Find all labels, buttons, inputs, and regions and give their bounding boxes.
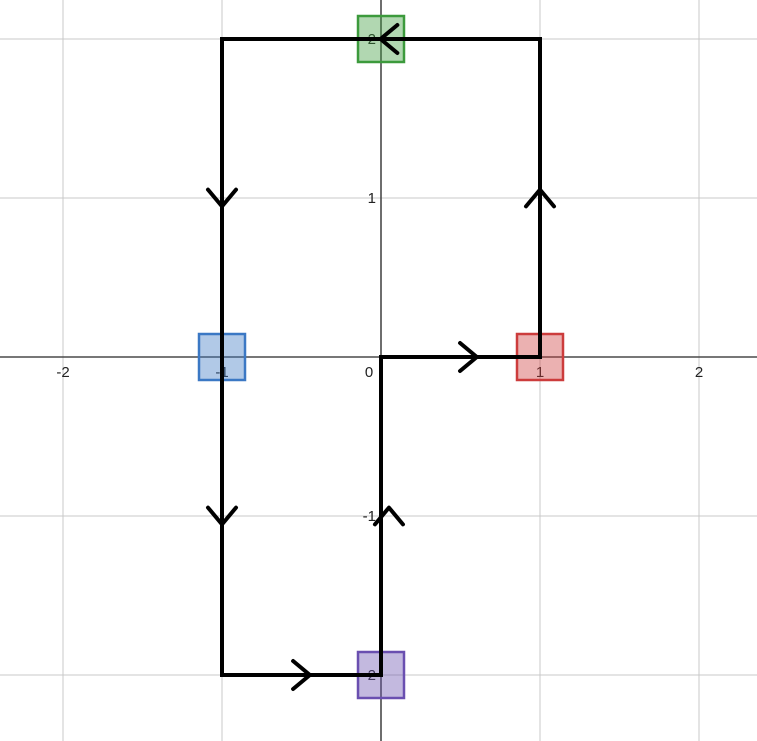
arrow-left-icon	[378, 23, 400, 55]
x-tick-label: -2	[56, 364, 69, 381]
x-tick-label: 1	[536, 364, 544, 381]
x-tick-label: 2	[695, 364, 703, 381]
direction-arrows	[206, 23, 556, 691]
y-tick-label: -1	[363, 508, 376, 525]
arrow-up-icon	[524, 187, 556, 209]
y-tick-label: 1	[368, 190, 376, 207]
arrow-right-icon	[291, 659, 312, 691]
arrow-right-icon	[458, 341, 479, 373]
arrow-down-icon	[206, 187, 238, 209]
path-line	[220, 37, 542, 677]
arrow-down-icon	[206, 505, 238, 527]
arrow-up-icon	[372, 505, 405, 527]
x-tick-label: 0	[365, 364, 373, 381]
directed-path	[220, 37, 542, 677]
